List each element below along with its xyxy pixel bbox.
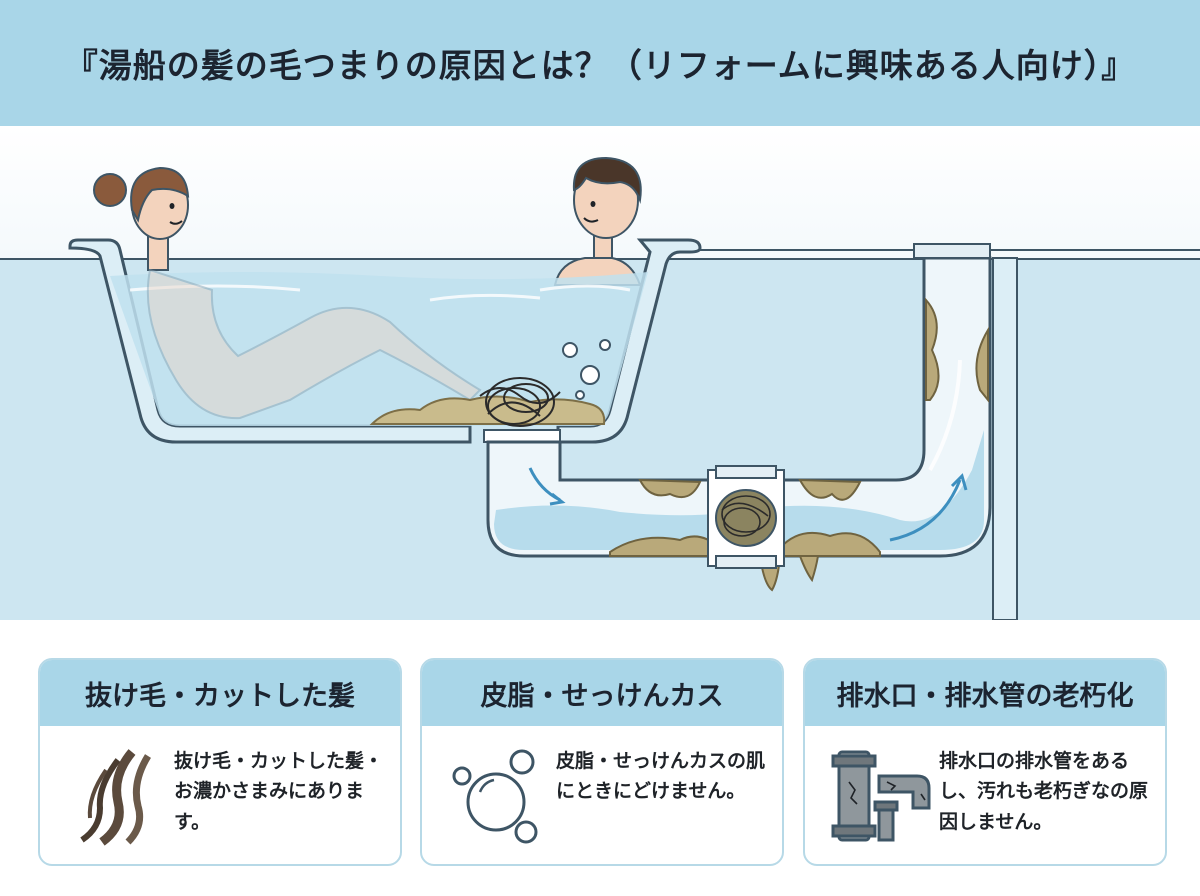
soap-bubbles-icon [452,749,538,844]
card-pipe-text: 排水口の排水管をあるし、汚れも老朽ぎなの原因しません。 [939,750,1149,833]
drain-pipe [486,243,992,558]
card-soap: 皮脂・せっけんカス 皮脂・せっけんカスの肌にときにどけません。 [420,658,784,866]
woman-figure [93,166,190,271]
cause-cards: 抜け毛・カットした髪 抜け毛・カットした髪・お濃かさまみにあります。 皮脂・せっ… [0,620,1200,896]
card-hair-text: 抜け毛・カットした髪・お濃かさまみにあります。 [174,750,384,833]
card-soap-heading: 皮脂・せっけんカス [480,680,724,712]
card-hair: 抜け毛・カットした髪 抜け毛・カットした髪・お濃かさまみにあります。 [38,658,402,866]
card-hair-heading: 抜け毛・カットした髪 [85,680,355,712]
card-pipe-body: 排水口の排水管をあるし、汚れも老朽ぎなの原因しません。 [805,726,1165,864]
title-banner: 『湯船の髪の毛つまりの原因とは？（リフォームに興味ある人向け）』 [0,0,1200,126]
hair-clump [479,377,561,427]
water-bubbles [562,339,611,400]
card-pipe: 排水口・排水管の老朽化 排水口の排水管をあるし、汚れも老朽ぎなの原因し [803,658,1167,866]
card-pipe-heading: 排水口・排水管の老朽化 [836,680,1134,712]
man-figure [553,156,642,286]
pipe-trap-with-hair [707,465,785,569]
flow-arrows [528,467,968,542]
card-hair-body: 抜け毛・カットした髪・お濃かさまみにあります。 [40,726,400,864]
hair-strands-icon [80,749,152,846]
page-title: 『湯船の髪の毛つまりの原因とは？（リフォームに興味ある人向け）』 [64,46,1136,85]
drain-outlet [483,429,561,443]
bathtub-drain-diagram [0,126,1200,621]
card-hair-header: 抜け毛・カットした髪 [40,660,400,726]
wall-pipe [992,257,1018,621]
card-soap-body: 皮脂・せっけんカスの肌にときにどけません。 [422,726,782,864]
bathtub-illustration [0,126,1200,621]
card-soap-header: 皮脂・せっけんカス [422,660,782,726]
card-soap-text: 皮脂・せっけんカスの肌にときにどけません。 [556,750,766,803]
card-pipe-header: 排水口・排水管の老朽化 [805,660,1165,726]
old-drain-pipe-icon [831,750,931,842]
